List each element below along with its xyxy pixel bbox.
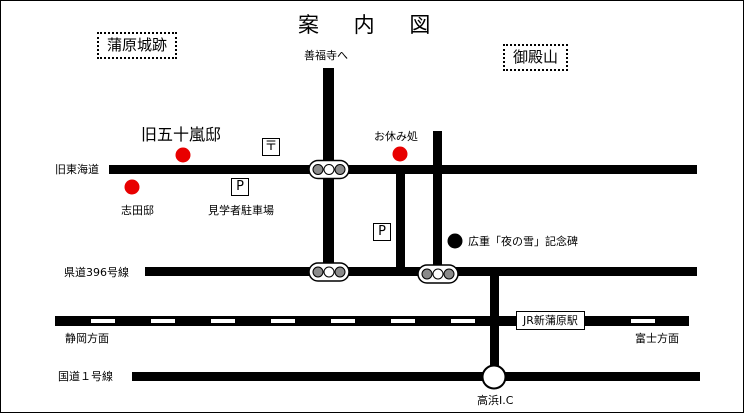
road-vertical-east — [433, 131, 442, 275]
label-to-shizuoka: 静岡方面 — [65, 332, 109, 345]
railway-line — [55, 316, 689, 326]
rest-area-marker — [392, 146, 408, 162]
label-kyu-tokaido: 旧東海道 — [55, 163, 99, 176]
interchange-marker — [481, 364, 507, 390]
label-shida-house: 志田邸 — [121, 204, 154, 217]
label-rest-area: お休み処 — [374, 130, 418, 143]
hiroshige-monument-marker — [447, 233, 463, 249]
label-takahama-interchange: 高浜I.C — [477, 394, 514, 407]
label-hiroshige-monument: 広重「夜の雪」記念碑 — [468, 235, 578, 248]
label-prefectural-396: 県道396号線 — [64, 266, 129, 279]
area-kambara-castle-ruins: 蒲原城跡 — [97, 32, 178, 59]
igarashi-house-marker — [175, 147, 191, 163]
label-to-fuji: 富士方面 — [635, 332, 679, 345]
post-office-icon: 〒 — [262, 138, 280, 156]
road-national-1 — [132, 372, 700, 381]
parking-icon: P — [373, 223, 391, 241]
label-visitor-parking: 見学者駐車場 — [208, 204, 274, 217]
traffic-signal-icon — [308, 159, 350, 180]
label-to-zenpukuji: 善福寺へ — [304, 49, 348, 62]
traffic-signal-icon — [417, 264, 459, 284]
road-vertical-middle — [396, 169, 405, 273]
station-jr-shin-kambara: JR新蒲原駅 — [516, 311, 585, 330]
railway-ties — [91, 319, 655, 323]
map-title: 案 内 図 — [298, 13, 445, 37]
parking-icon: P — [231, 178, 249, 196]
shida-house-marker — [124, 179, 140, 195]
traffic-signal-icon — [308, 262, 350, 282]
label-national-route-1: 国道１号線 — [58, 370, 113, 383]
label-igarashi-house: 旧五十嵐邸 — [141, 125, 222, 144]
area-gotenyama: 御殿山 — [503, 44, 569, 71]
